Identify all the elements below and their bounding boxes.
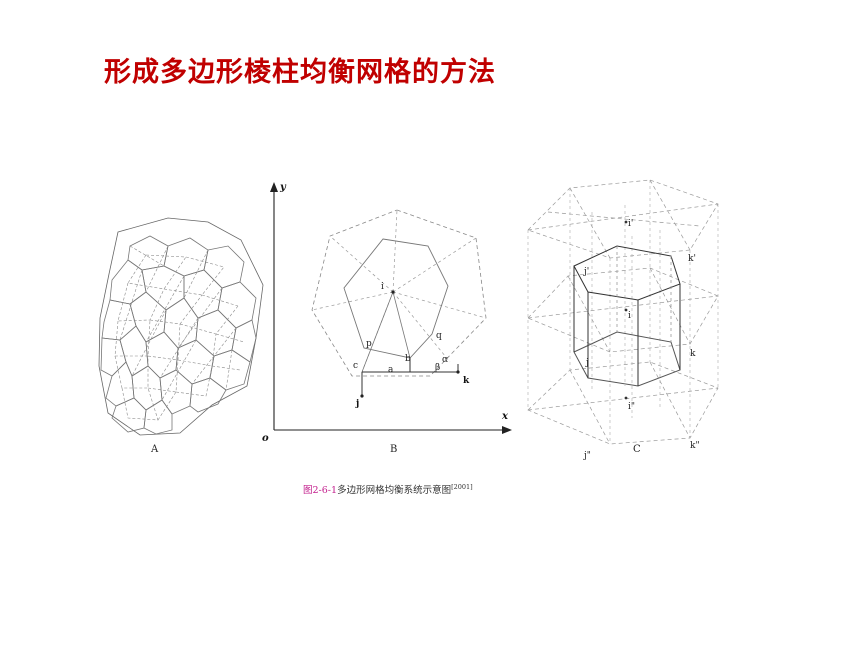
panel-b-axes	[270, 182, 512, 434]
label-b: b	[405, 354, 411, 364]
point-c-i-bot	[624, 396, 628, 400]
point-c-i-top	[624, 220, 628, 224]
label-i: i	[381, 282, 384, 292]
label-c-j-bot: j"	[583, 451, 591, 461]
panel-b: y x o i j k p q a b c	[262, 182, 512, 444]
panel-c-prism	[573, 245, 681, 387]
point-j	[360, 394, 364, 398]
label-c-k-top: k'	[688, 254, 696, 264]
label-c-j-mid: j	[585, 358, 589, 368]
label-j: j	[355, 399, 359, 409]
point-c-i-mid	[624, 308, 628, 312]
y-axis-arrow	[270, 182, 278, 192]
label-c-k-bot: k"	[690, 441, 700, 451]
point-i	[391, 290, 395, 294]
label-c: c	[353, 361, 358, 371]
panel-c-top-layer	[527, 179, 719, 259]
panel-b-label: B	[390, 444, 397, 455]
slide-title: 形成多边形棱柱均衡网格的方法	[104, 57, 496, 88]
label-p: p	[366, 339, 372, 349]
panel-c-columns	[527, 180, 719, 444]
x-axis-label: x	[501, 411, 509, 422]
figure-number: 图2-6-1	[303, 485, 338, 496]
caption-text: 多边形网格均衡系统示意图	[337, 485, 452, 496]
origin-label: o	[262, 433, 269, 444]
panel-c	[527, 179, 719, 445]
caption-citation: [2001]	[451, 482, 473, 491]
label-c-k-mid: k	[690, 349, 696, 359]
label-c-i-bot: i"	[628, 402, 635, 412]
panel-b-dual-hexagon	[311, 209, 487, 377]
panel-a-dashes	[114, 245, 245, 421]
label-c-i-top: i'	[628, 219, 633, 229]
label-alpha: α	[442, 355, 448, 365]
panel-b-dashed-connectors	[311, 209, 487, 373]
panel-b-polygon	[343, 238, 449, 359]
figure-caption: 图2-6-1多边形网格均衡系统示意图[2001]	[303, 482, 473, 496]
label-c-j-top: j'	[583, 267, 589, 277]
panel-a-label: A	[150, 444, 159, 455]
x-axis-arrow	[502, 426, 512, 434]
panel-b-spokes	[361, 291, 411, 373]
y-axis-label: y	[279, 182, 287, 193]
panel-a-boundary	[98, 217, 264, 436]
label-beta: β	[435, 363, 440, 373]
panel-c-label: C	[633, 444, 641, 455]
label-a: a	[388, 365, 394, 375]
panel-a-mesh	[98, 217, 264, 436]
panel-c-mid-layer	[527, 267, 719, 353]
label-c-i-mid: i	[628, 311, 631, 321]
label-q: q	[436, 331, 442, 341]
panel-a-cells	[100, 235, 257, 435]
label-k: k	[463, 376, 470, 386]
panel-c-bottom-layer	[527, 361, 719, 445]
point-k	[456, 370, 460, 374]
